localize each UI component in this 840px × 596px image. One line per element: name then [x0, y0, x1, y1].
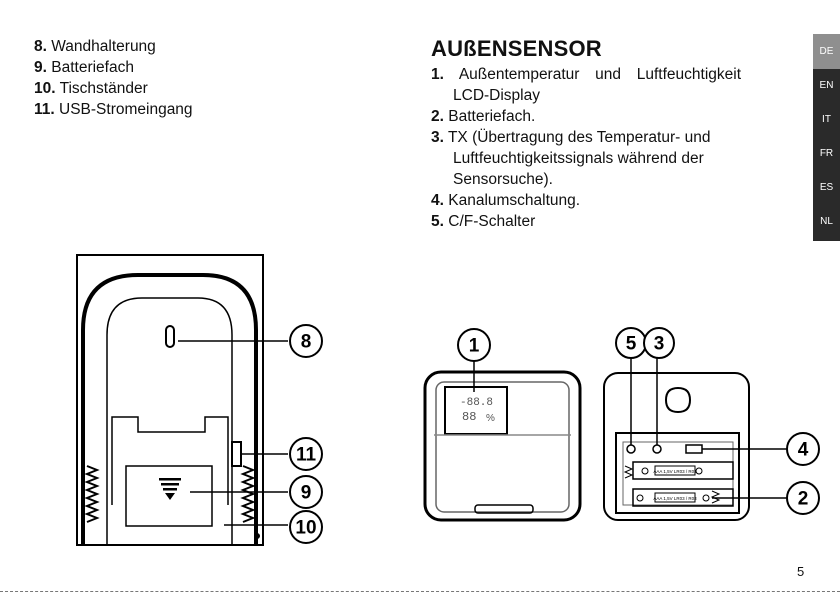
callout-5: 5 — [615, 327, 647, 359]
item-text: Tischständer — [59, 80, 148, 97]
item-text: Außentemperatur und Luftfeuchtigkeit LCD… — [453, 66, 741, 104]
lcd-unit: % — [486, 413, 495, 424]
base-station-parts-list: 8. Wandhalterung 9. Batteriefach 10. Tis… — [34, 36, 193, 120]
page-number: 5 — [797, 564, 805, 579]
item-text: Kanalumschaltung. — [448, 192, 581, 209]
item-text: Batteriefach. — [448, 108, 536, 125]
item-number: 4. — [431, 192, 444, 209]
item-text: USB-Stromeingang — [59, 101, 193, 118]
item-number: 10. — [34, 80, 56, 97]
hanging-hole-icon — [664, 386, 692, 414]
item-text: Batteriefach — [51, 59, 134, 76]
stand-frame — [81, 273, 258, 545]
callout-label: 5 — [626, 334, 637, 355]
battery-label: AAA 1,5V LR03 / R03 — [653, 469, 697, 474]
list-item: 9. Batteriefach — [34, 57, 193, 78]
footer-divider — [0, 591, 840, 592]
callout-label: 8 — [301, 332, 312, 353]
screw-dot — [254, 533, 260, 539]
list-item: 11. USB-Stromeingang — [34, 99, 193, 120]
channel-switch — [685, 444, 703, 454]
item-text: C/F-Schalter — [448, 213, 536, 230]
item-text: TX (Übertragung des Temperatur- und Luft… — [447, 129, 711, 188]
tab-nl[interactable]: NL — [820, 216, 833, 227]
language-tab-bar: DE EN IT FR ES NL — [813, 34, 840, 241]
table-stand — [111, 416, 229, 505]
list-item: 10. Tischständer — [34, 78, 193, 99]
battery-cover-arrow-icon — [159, 478, 181, 500]
item-number: 5. — [431, 213, 444, 230]
list-item: 8. Wandhalterung — [34, 36, 193, 57]
battery-compartment — [615, 432, 740, 514]
battery-top — [632, 461, 734, 480]
base-station-back-illustration — [76, 254, 288, 546]
callout-10: 10 — [289, 510, 323, 544]
item-number: 8. — [34, 38, 47, 55]
tab-it[interactable]: IT — [822, 114, 831, 125]
list-item: 1. Außentemperatur und Luftfeuchtigkeit … — [431, 64, 741, 106]
cf-switch — [626, 444, 636, 454]
tab-fr[interactable]: FR — [819, 148, 834, 159]
left-grip — [84, 465, 100, 523]
callout-label: 4 — [798, 440, 809, 461]
section-title: AUßENSENSOR — [431, 36, 602, 61]
item-number: 1. — [431, 66, 444, 83]
callout-11: 11 — [289, 437, 323, 471]
callout-label: 3 — [654, 334, 665, 355]
tab-es[interactable]: ES — [819, 182, 834, 193]
battery-cover — [125, 465, 213, 527]
battery-label: AAA 1,5V LR03 / R03 — [653, 496, 697, 501]
list-item: 5. C/F-Schalter — [431, 211, 741, 232]
item-number: 3. — [431, 129, 444, 146]
right-grip — [240, 465, 256, 523]
callout-label: 2 — [798, 489, 809, 510]
item-number: 2. — [431, 108, 444, 125]
outdoor-sensor-parts-list: 1. Außentemperatur und Luftfeuchtigkeit … — [431, 64, 741, 232]
stand-inner — [106, 297, 233, 545]
tab-de[interactable]: DE — [813, 34, 840, 69]
svg-text:-88.8: -88.8 — [460, 397, 493, 409]
sensor-front-body — [423, 370, 582, 522]
sensor-back-body — [603, 372, 750, 521]
callout-label: 10 — [295, 518, 316, 539]
callout-1: 1 — [457, 328, 491, 362]
lcd-display — [444, 386, 508, 435]
tab-en[interactable]: EN — [819, 80, 834, 91]
svg-text:88: 88 — [462, 410, 476, 424]
outdoor-sensor-back-illustration: AAA 1,5V LR03 / R03 AAA 1,5V LR03 / R03 — [603, 357, 788, 521]
callout-label: 1 — [469, 336, 480, 357]
callout-4: 4 — [786, 432, 820, 466]
list-item: 3. TX (Übertragung des Temperatur- und L… — [431, 127, 741, 190]
callout-3: 3 — [643, 327, 675, 359]
wall-mount-slot-icon — [165, 325, 175, 348]
callout-2: 2 — [786, 481, 820, 515]
item-number: 11. — [34, 101, 55, 118]
item-number: 9. — [34, 59, 47, 76]
list-item: 4. Kanalumschaltung. — [431, 190, 741, 211]
callout-8: 8 — [289, 324, 323, 358]
callout-label: 9 — [301, 483, 312, 504]
callout-9: 9 — [289, 475, 323, 509]
tx-button — [652, 444, 662, 454]
outdoor-sensor-front-illustration: -88.8 88 % — [423, 361, 582, 522]
base-station-outline — [76, 254, 264, 546]
list-item: 2. Batteriefach. — [431, 106, 741, 127]
item-text: Wandhalterung — [51, 38, 156, 55]
callout-label: 11 — [296, 445, 317, 466]
usb-port — [231, 441, 242, 467]
